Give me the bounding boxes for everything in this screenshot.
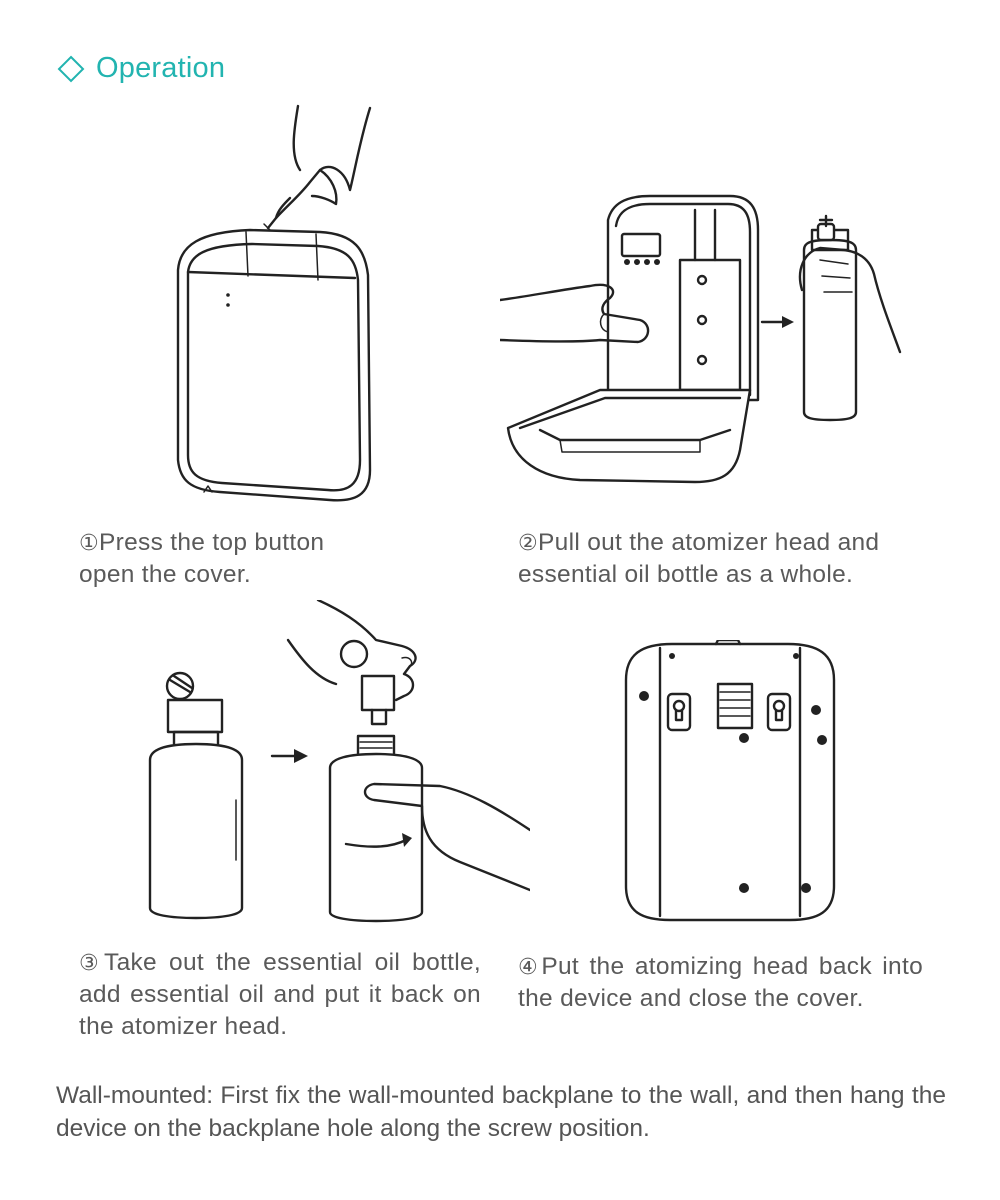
- step-text: open the cover.: [79, 561, 252, 588]
- step-1-illustration: [160, 100, 380, 510]
- step-2-illustration: [500, 190, 910, 500]
- wall-mount-note: Wall-mounted: First fix the wall-mounted…: [56, 1082, 946, 1142]
- step-number: ②: [518, 530, 539, 555]
- step-text: essential oil bottle as a whole.: [518, 561, 854, 588]
- step-2-caption: ②Pull out the atomizer head and essentia…: [518, 527, 948, 591]
- step-3-caption: ③Take out the essential oil bottle, add …: [79, 947, 481, 1043]
- step-text: Put the atomizing head back into the dev…: [518, 953, 923, 1012]
- step-4-illustration: [620, 640, 840, 925]
- section-heading: Operation: [56, 52, 225, 85]
- section-title: Operation: [96, 52, 226, 84]
- step-text: Take out the essential oil bottle, add e…: [79, 949, 481, 1040]
- step-1-caption: ①Press the top button open the cover.: [79, 527, 459, 591]
- step-number: ①: [79, 530, 100, 555]
- step-number: ④: [518, 954, 542, 979]
- step-4-caption: ④Put the atomizing head back into the de…: [518, 951, 923, 1015]
- step-number: ③: [79, 950, 105, 975]
- step-3-illustration: [140, 600, 530, 925]
- step-text: Pull out the atomizer head and: [538, 529, 880, 556]
- diamond-outline-icon: [57, 55, 85, 82]
- step-text: Press the top button: [99, 529, 325, 556]
